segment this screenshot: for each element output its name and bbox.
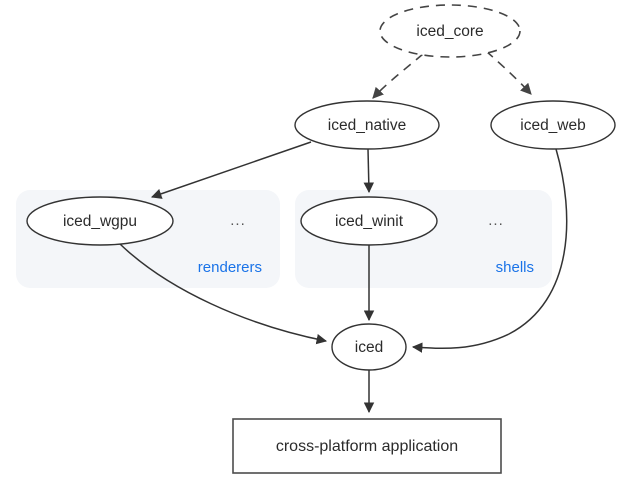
- group-renderers-ellipsis: ...: [230, 212, 246, 229]
- node-iced-core[interactable]: iced_core: [379, 4, 521, 58]
- node-iced-winit-shape[interactable]: [300, 196, 438, 246]
- node-iced-native[interactable]: iced_native: [294, 100, 440, 150]
- node-application-shape[interactable]: [232, 418, 502, 474]
- edge-iced-core-to-iced-native: [372, 53, 424, 99]
- node-iced[interactable]: iced: [331, 323, 407, 371]
- node-iced-wgpu-label: iced_wgpu: [63, 213, 137, 230]
- node-iced-shape[interactable]: [331, 323, 407, 371]
- edge-iced-core-to-iced-web: [485, 50, 532, 95]
- group-shells-ellipsis: ...: [488, 212, 504, 229]
- node-iced-native-shape[interactable]: [294, 100, 440, 150]
- edge-iced-web-to-iced: [411, 148, 568, 353]
- group-renderers-label: renderers: [198, 259, 262, 276]
- edge-iced-native-to-iced-wgpu: [151, 141, 312, 199]
- group-shells-label: shells: [496, 259, 534, 276]
- node-iced-winit[interactable]: iced_winit: [300, 196, 438, 246]
- node-iced-web-shape[interactable]: [490, 100, 616, 150]
- edge-iced-native-to-iced-winit: [363, 148, 375, 194]
- node-iced-winit-label: iced_winit: [335, 213, 404, 230]
- node-iced-label: iced: [355, 339, 383, 356]
- node-iced-web[interactable]: iced_web: [490, 100, 616, 150]
- node-iced-wgpu-shape[interactable]: [26, 196, 174, 246]
- node-application-label: cross-platform application: [276, 438, 458, 455]
- node-iced-web-label: iced_web: [520, 117, 586, 134]
- node-iced-native-label: iced_native: [328, 117, 406, 134]
- node-iced-core-label: iced_core: [416, 23, 483, 40]
- node-iced-core-shape[interactable]: [379, 4, 521, 58]
- edge-iced-wgpu-to-iced: [119, 243, 328, 345]
- node-application[interactable]: cross-platform application: [232, 418, 502, 474]
- node-iced-wgpu[interactable]: iced_wgpu: [26, 196, 174, 246]
